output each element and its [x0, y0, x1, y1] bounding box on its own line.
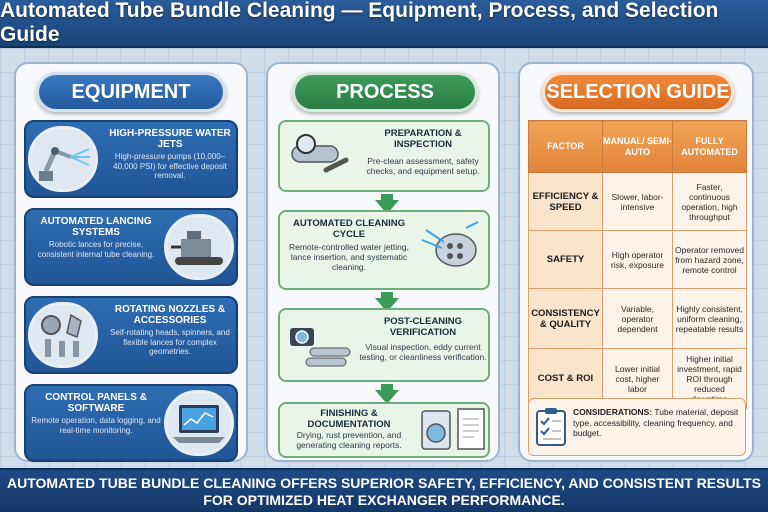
flow-arrow — [381, 384, 393, 392]
flow-arrow — [381, 194, 393, 202]
tube-bundle-spray-icon — [414, 218, 488, 276]
manual-cell: Variable, operator dependent — [602, 288, 673, 349]
auto-cell: Faster, continuous operation, high throu… — [672, 172, 747, 231]
process-header: PROCESS — [292, 72, 478, 112]
camera-pipes-icon — [284, 316, 358, 374]
flow-arrow — [381, 292, 393, 300]
robot-arm-jet-icon — [28, 126, 98, 192]
equipment-card-desc: Remote operation, data logging, and real… — [31, 416, 161, 435]
considerations-body: Tube material, deposit type, accessibili… — [573, 407, 739, 438]
lancing-machine-icon — [164, 214, 234, 280]
page-title: Automated Tube Bundle Cleaning — Equipme… — [0, 0, 768, 48]
process-step-preparation: PREPARATION & INSPECTION Pre-clean asses… — [278, 120, 490, 192]
flow-arrow — [375, 390, 399, 404]
equipment-card-title: AUTOMATED LANCING SYSTEMS — [40, 216, 152, 238]
considerations-box: CONSIDERATIONS: Tube material, deposit t… — [528, 398, 746, 456]
factor-cell: SAFETY — [528, 230, 603, 289]
equipment-card-water-jets: HIGH-PRESSURE WATER JETS High-pressure p… — [24, 120, 238, 198]
table-row: SAFETY High operator risk, exposure Oper… — [528, 230, 747, 289]
selection-guide-panel: SELECTION GUIDE FACTOR MANUAL/ SEMI-AUTO… — [518, 62, 754, 462]
equipment-card-nozzles: ROTATING NOZZLES & ACCESSORIES Self-rota… — [24, 296, 238, 374]
process-step-finishing: FINISHING & DOCUMENTATION Drying, rust p… — [278, 402, 490, 458]
process-step-desc: Visual inspection, eddy current testing,… — [359, 342, 487, 362]
auto-cell: Highly consistent, uniform cleaning, rep… — [672, 288, 747, 349]
table-row: COST & ROI Lower initial cost, higher la… — [528, 348, 747, 409]
selection-guide-header: SELECTION GUIDE — [542, 72, 734, 112]
laptop-icon — [164, 390, 234, 456]
process-step-desc: Pre-clean assessment, safety checks, and… — [366, 156, 480, 176]
process-step-title: PREPARATION & INSPECTION — [384, 128, 462, 150]
process-step-desc: Drying, rust prevention, and generating … — [296, 430, 402, 450]
checklist-icon — [535, 407, 567, 452]
table-row: CONSISTENCY & QUALITY Variable, operator… — [528, 288, 747, 349]
column-header: MANUAL/ SEMI-AUTO — [602, 120, 673, 173]
column-header: FULLY AUTOMATED — [672, 120, 747, 173]
equipment-card-title: ROTATING NOZZLES & ACCESSORIES — [114, 304, 226, 326]
equipment-card-lancing: AUTOMATED LANCING SYSTEMS Robotic lances… — [24, 208, 238, 286]
equipment-card-title: CONTROL PANELS & SOFTWARE — [45, 392, 147, 414]
equipment-card-control: CONTROL PANELS & SOFTWARE Remote operati… — [24, 384, 238, 462]
equipment-card-desc: Robotic lances for precise, consistent i… — [37, 240, 155, 259]
factor-cell: CONSISTENCY & QUALITY — [528, 288, 603, 349]
process-step-title: AUTOMATED CLEANING CYCLE — [292, 218, 406, 240]
auto-cell: Operator removed from hazard zone, remot… — [672, 230, 747, 289]
process-step-title: FINISHING & DOCUMENTATION — [307, 408, 391, 430]
factor-cell: EFFICIENCY & SPEED — [528, 172, 603, 231]
process-step-cleaning: AUTOMATED CLEANING CYCLE Remote-controll… — [278, 210, 490, 290]
process-step-title: POST-CLEANING VERIFICATION — [383, 316, 463, 338]
dryer-report-icon — [416, 404, 490, 456]
manual-cell: Slower, labor-intensive — [602, 172, 673, 231]
selection-guide-table: FACTOR MANUAL/ SEMI-AUTO FULLY AUTOMATED… — [528, 120, 747, 409]
equipment-header: EQUIPMENT — [36, 72, 226, 112]
column-header: FACTOR — [528, 120, 603, 173]
pipe-wrench-icon — [284, 128, 358, 186]
nozzles-icon — [28, 302, 98, 368]
equipment-card-desc: High-pressure pumps (10,000–40,000 PSI) … — [113, 152, 227, 180]
considerations-text: CONSIDERATIONS: Tube material, deposit t… — [573, 407, 741, 439]
equipment-card-title: HIGH-PRESSURE WATER JETS — [109, 128, 231, 150]
process-step-verification: POST-CLEANING VERIFICATION Visual inspec… — [278, 308, 490, 382]
process-step-desc: Remote-controlled water jetting, lance i… — [288, 242, 409, 272]
footer-banner: AUTOMATED TUBE BUNDLE CLEANING OFFERS SU… — [0, 468, 768, 512]
process-panel: PROCESS PREPARATION & INSPECTION Pre-cle… — [266, 62, 500, 462]
table-row: EFFICIENCY & SPEED Slower, labor-intensi… — [528, 172, 747, 231]
considerations-label: CONSIDERATIONS: — [573, 407, 653, 417]
equipment-card-desc: Self-rotating heads, spinners, and flexi… — [110, 328, 230, 356]
equipment-panel: EQUIPMENT HIGH-PRESSURE WATER JETS High-… — [14, 62, 248, 462]
manual-cell: High operator risk, exposure — [602, 230, 673, 289]
